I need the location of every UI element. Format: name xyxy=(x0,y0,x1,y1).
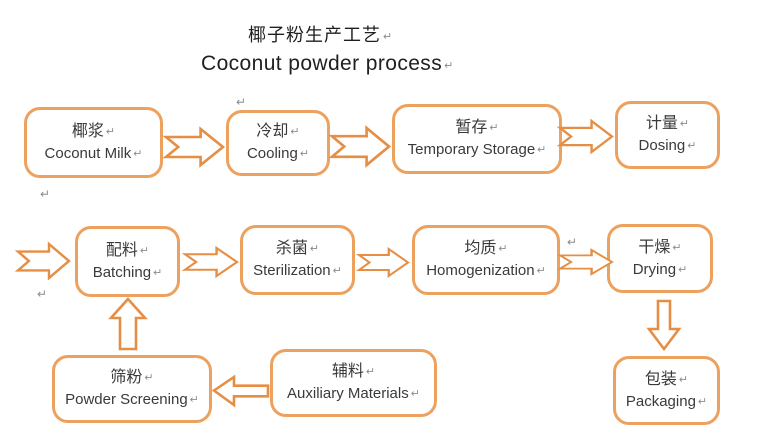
node-label-en: Sterilization xyxy=(253,262,331,280)
paragraph-mark: ↵ xyxy=(567,235,578,249)
paragraph-mark: ↵ xyxy=(290,126,300,139)
paragraph-mark: ↵ xyxy=(678,263,688,276)
node-label-zh: 冷却 xyxy=(256,123,289,141)
flow-arrow-powder-screening-to-batching[interactable] xyxy=(108,297,148,351)
node-packaging[interactable]: 包装↵ Packaging↵ xyxy=(613,356,720,425)
node-label-en: Coconut Milk xyxy=(44,144,132,162)
paragraph-mark: ↵ xyxy=(365,366,376,379)
node-label-zh: 均质 xyxy=(464,240,497,258)
page-title-en: Coconut powder process↵ xyxy=(201,52,454,76)
node-label-en: Packaging xyxy=(625,392,696,410)
node-temporary-storage[interactable]: 暂存↵ Temporary Storage↵ xyxy=(392,104,562,174)
node-batching[interactable]: 配料↵ Batching↵ xyxy=(75,226,180,297)
flow-arrow-cooling-to-temporary-storage[interactable] xyxy=(328,125,392,168)
paragraph-mark: ↵ xyxy=(697,395,708,408)
paragraph-mark: ↵ xyxy=(672,241,682,254)
node-label-en: Batching xyxy=(92,263,152,281)
node-cooling[interactable]: 冷却↵ Cooling↵ xyxy=(226,110,330,176)
node-label-zh: 干燥 xyxy=(638,238,671,256)
node-label-en: Drying xyxy=(632,260,677,278)
page-title-zh: 椰子粉生产工艺↵ xyxy=(248,21,393,47)
node-sterilization[interactable]: 杀菌↵ Sterilization↵ xyxy=(240,225,355,295)
flow-arrow-auxiliary-materials-to-powder-screening[interactable] xyxy=(211,374,270,408)
flow-arrow-sterilization-to-homogenization[interactable] xyxy=(355,246,410,279)
paragraph-mark: ↵ xyxy=(536,265,546,278)
paragraph-mark: ↵ xyxy=(498,243,508,256)
node-label-en: Temporary Storage xyxy=(407,141,536,159)
paragraph-mark: ↵ xyxy=(679,118,690,131)
node-label-zh: 杀菌 xyxy=(275,240,308,258)
flow-arrow-coconut-milk-to-cooling[interactable] xyxy=(162,126,226,168)
paragraph-mark: ↵ xyxy=(40,187,51,201)
paragraph-mark: ↵ xyxy=(537,144,547,157)
paragraph-mark: ↵ xyxy=(144,372,154,385)
node-label-zh: 包装 xyxy=(644,370,677,388)
page-title-zh-text: 椰子粉生产工艺 xyxy=(248,25,381,45)
paragraph-mark: ↵ xyxy=(299,148,310,161)
node-auxiliary-materials[interactable]: 辅料↵ Auxiliary Materials↵ xyxy=(270,349,437,417)
node-label-en: Dosing xyxy=(638,137,686,155)
paragraph-mark: ↵ xyxy=(139,244,150,257)
node-label-en: Cooling xyxy=(246,145,298,163)
paragraph-mark: ↵ xyxy=(332,265,342,278)
paragraph-mark: ↵ xyxy=(309,243,320,256)
paragraph-mark: ↵ xyxy=(687,140,697,153)
paragraph-mark: ↵ xyxy=(236,95,247,109)
flow-arrow-batching-to-sterilization[interactable] xyxy=(181,245,239,279)
page-title-en-text: Coconut powder process xyxy=(201,52,443,75)
paragraph-mark: ↵ xyxy=(489,122,499,135)
paragraph-mark: ↵ xyxy=(383,31,394,43)
paragraph-mark: ↵ xyxy=(133,147,143,160)
paragraph-mark: ↵ xyxy=(105,125,116,138)
flow-arrow-drying-to-packaging[interactable] xyxy=(646,299,682,352)
node-drying[interactable]: 干燥↵ Drying↵ xyxy=(607,224,713,293)
node-label-zh: 暂存 xyxy=(455,119,488,137)
flow-arrow-homogenization-to-drying[interactable] xyxy=(556,248,614,276)
node-homogenization[interactable]: 均质↵ Homogenization↵ xyxy=(412,225,560,295)
paragraph-mark: ↵ xyxy=(189,394,199,407)
node-powder-screening[interactable]: 筛粉↵ Powder Screening↵ xyxy=(52,355,212,423)
node-label-zh: 配料 xyxy=(105,241,138,259)
paragraph-mark: ↵ xyxy=(37,287,48,301)
node-label-zh: 计量 xyxy=(645,115,678,133)
node-coconut-milk[interactable]: 椰浆↵ Coconut Milk↵ xyxy=(24,107,163,178)
node-label-zh: 辅料 xyxy=(331,363,364,381)
node-label-en: Homogenization xyxy=(426,262,535,280)
flow-arrow-temporary-storage-to-dosing[interactable] xyxy=(556,118,614,155)
paragraph-mark: ↵ xyxy=(410,388,420,401)
flow-arrow-into-batching[interactable] xyxy=(14,241,71,281)
node-label-en: Powder Screening xyxy=(65,391,188,409)
paragraph-mark: ↵ xyxy=(153,266,163,279)
node-label-en: Auxiliary Materials xyxy=(287,385,409,403)
node-label-zh: 椰浆 xyxy=(71,122,104,140)
paragraph-mark: ↵ xyxy=(444,60,454,72)
node-label-zh: 筛粉 xyxy=(110,369,143,387)
paragraph-mark: ↵ xyxy=(678,373,689,386)
node-dosing[interactable]: 计量↵ Dosing↵ xyxy=(615,101,720,169)
